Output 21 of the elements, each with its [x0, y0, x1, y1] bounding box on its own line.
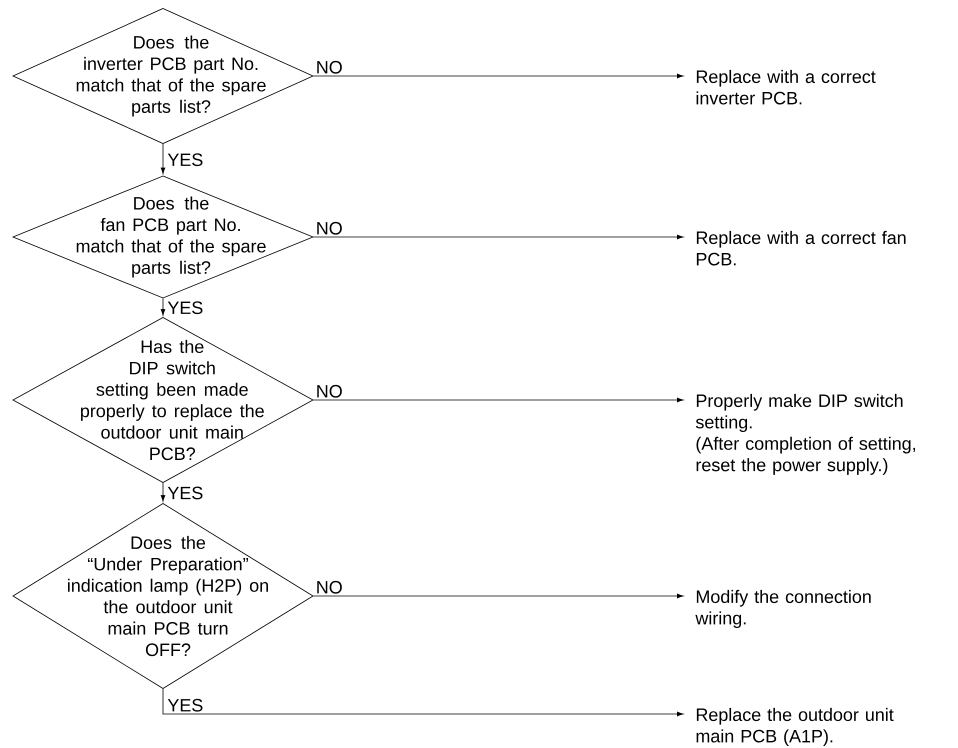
edge-label: NO — [317, 60, 342, 74]
outcome-text: Properly make DIP switch setting. (After completion of setting, reset the power supply.) — [696, 394, 916, 475]
edge-label: NO — [317, 580, 342, 594]
outcome-text: Modify the connection wiring. — [695, 590, 871, 628]
edge-label: YES — [168, 153, 202, 166]
edge-label: NO — [317, 222, 342, 235]
arrow — [160, 482, 166, 502]
outcome-text: Replace the outdoor unit main PCB (A1P). — [696, 708, 894, 746]
arrow — [313, 74, 684, 78]
edge-label: NO — [317, 384, 342, 398]
outcome-text: Replace with a correct inverter PCB. — [696, 70, 876, 104]
edge-label: YES — [168, 698, 202, 712]
arrow — [313, 398, 684, 402]
edge-label: YES — [168, 301, 202, 314]
arrow — [160, 144, 166, 174]
arrow — [313, 234, 684, 240]
edge-label: YES — [168, 486, 202, 500]
arrow — [160, 298, 166, 316]
arrow — [313, 594, 684, 598]
outcome-text: Replace with a correct fan PCB. — [696, 230, 906, 266]
arrow — [162, 688, 684, 716]
